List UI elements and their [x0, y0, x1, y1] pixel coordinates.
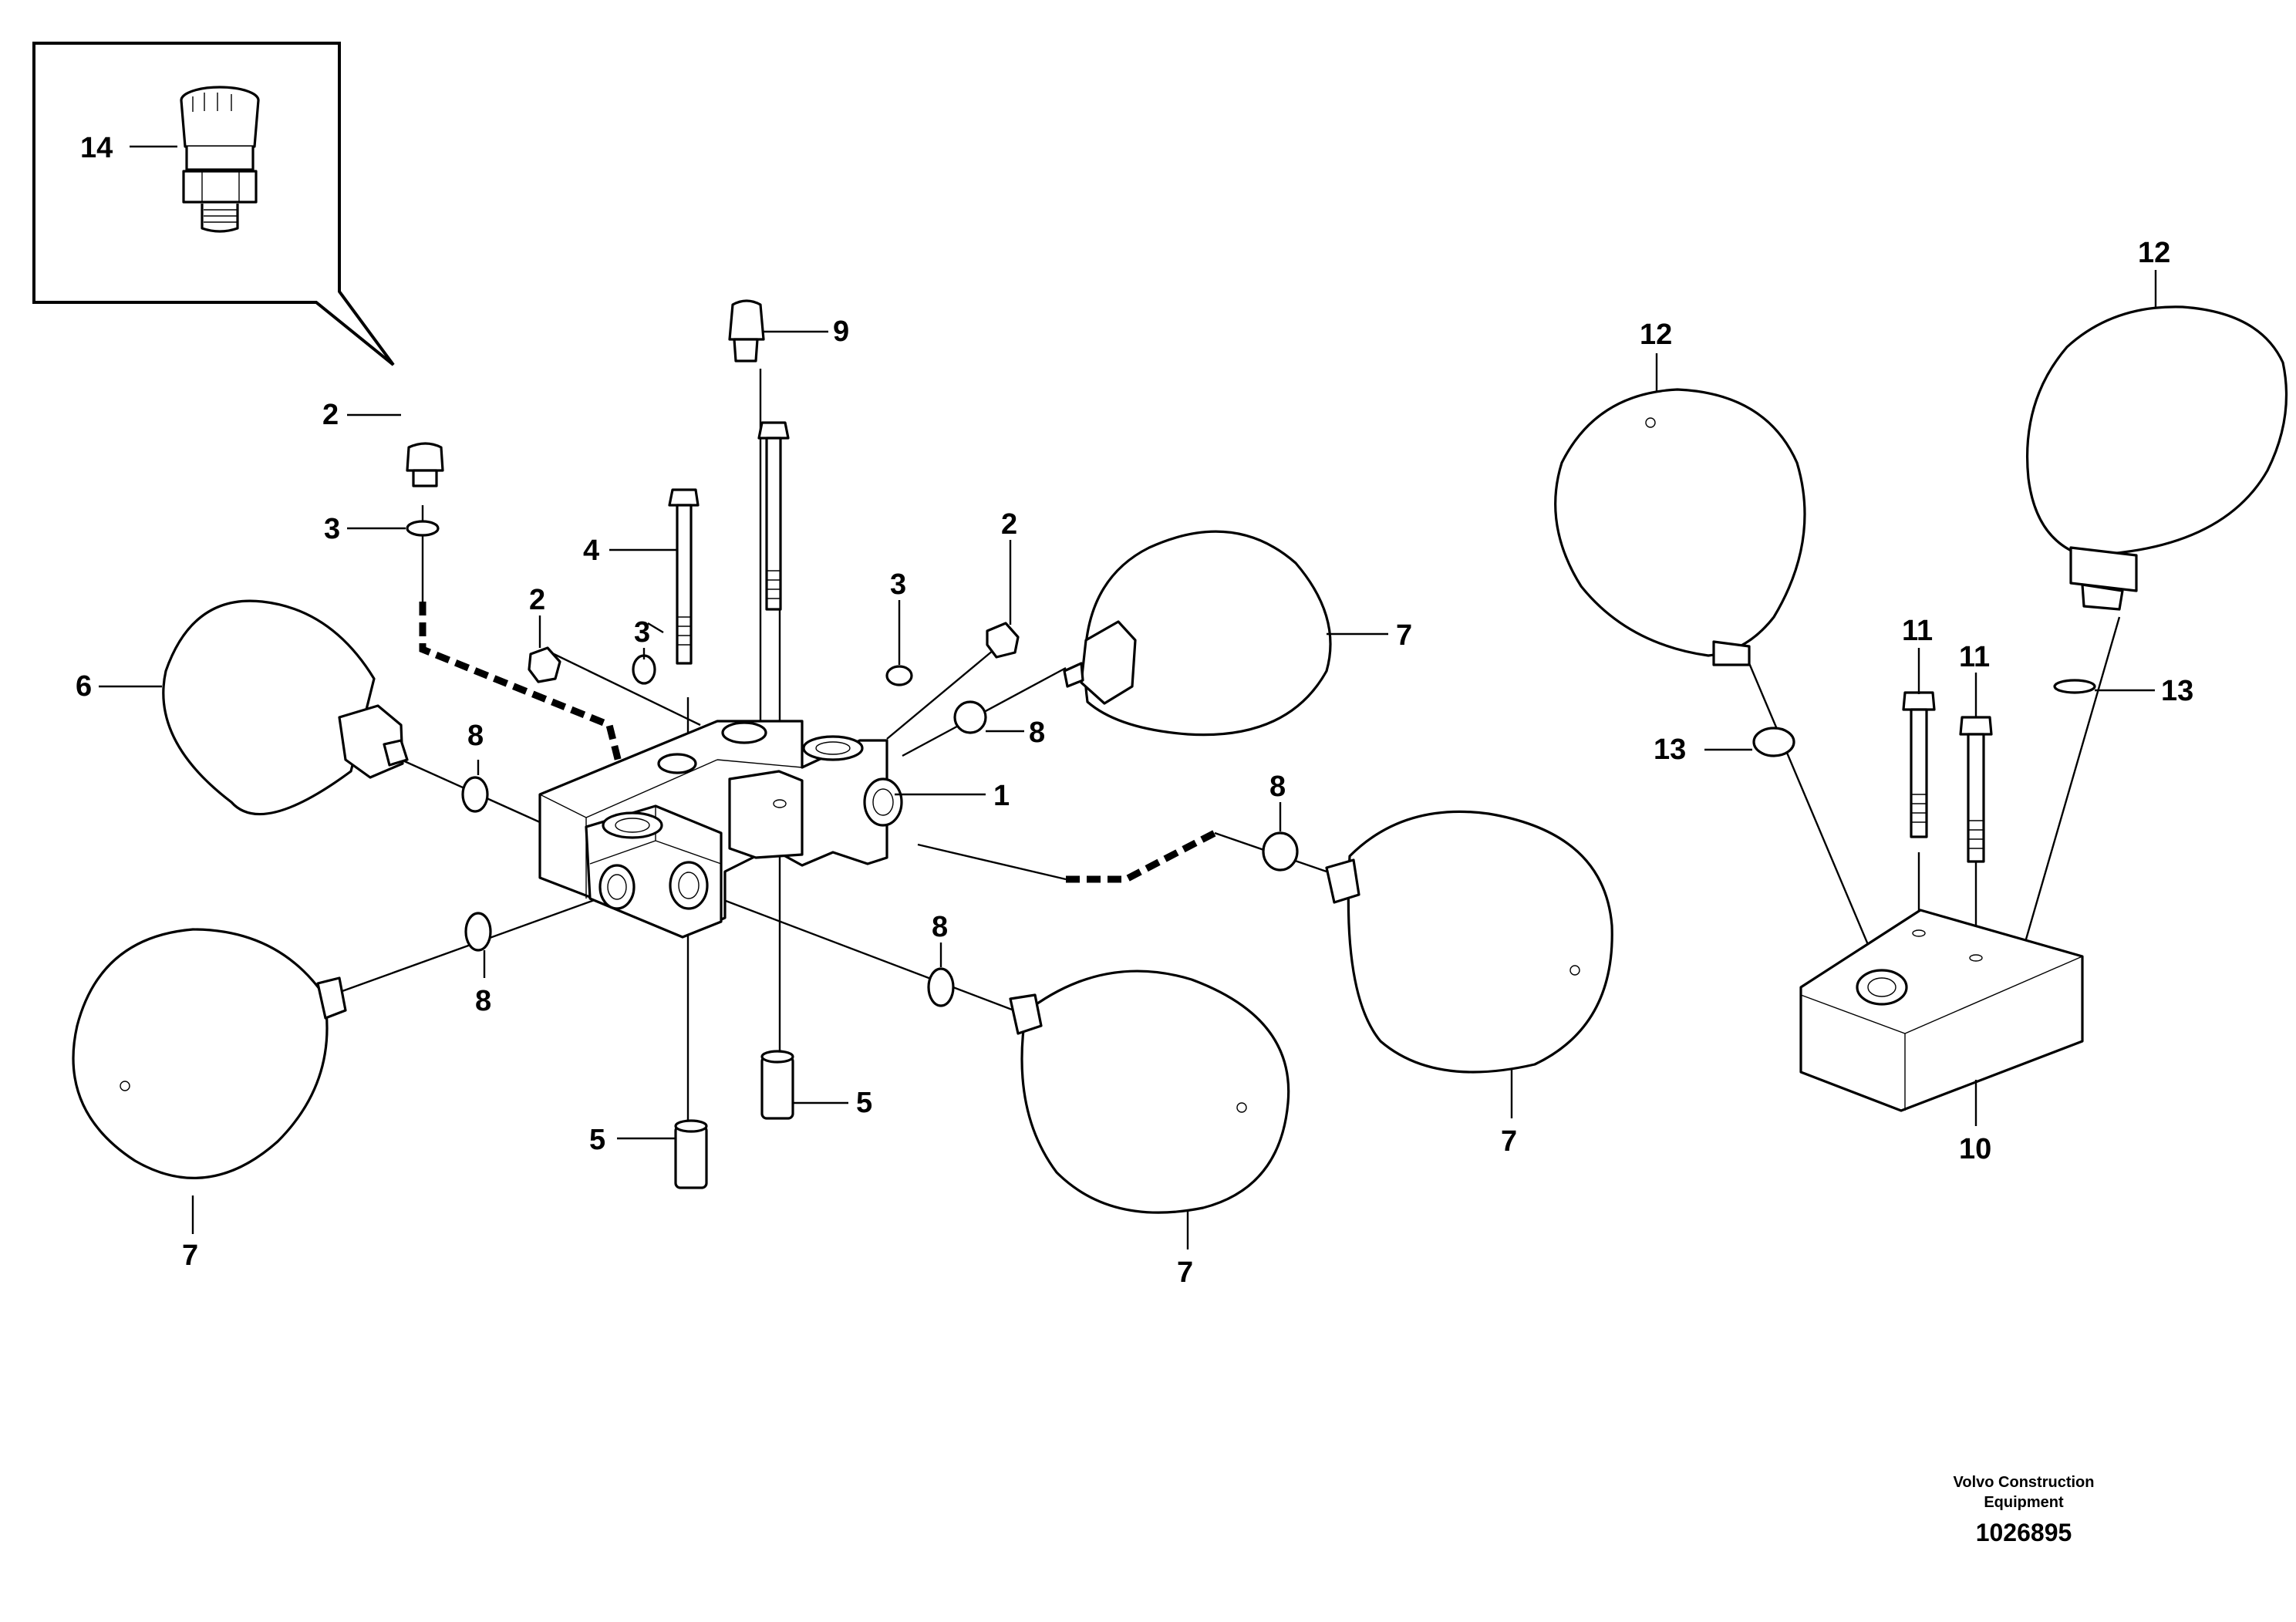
document-number: 1026895 [1976, 1519, 2072, 1546]
adapter-block [1799, 909, 2084, 1112]
callout-4: 4 [583, 534, 599, 567]
bolt-4 [668, 488, 700, 665]
callout-8-lower-right: 8 [1269, 771, 1286, 803]
sensor-9-icon [728, 299, 765, 363]
callout-2-top: 2 [322, 399, 339, 431]
callout-leaders [99, 270, 2157, 1249]
credit-line-2: Equipment [1984, 1494, 2064, 1511]
accumulator-right-upper [1063, 530, 1332, 737]
spacer-sleeves [674, 1050, 794, 1189]
callout-3-top: 3 [324, 513, 340, 545]
plug-2-top [406, 442, 444, 537]
callout-5-right: 5 [856, 1087, 872, 1119]
callout-11-right: 11 [1959, 641, 1990, 673]
callout-10: 10 [1959, 1133, 1991, 1165]
callout-7-lower-center: 7 [1177, 1256, 1193, 1289]
accumulator-12-right [2025, 305, 2288, 611]
plug-2-right [885, 622, 1020, 686]
callout-2-mid: 2 [529, 584, 545, 616]
callout-labels: 1 2 2 2 3 3 3 4 5 5 6 7 7 7 7 8 8 8 8 8 … [76, 132, 2193, 1289]
callout-7-lower-right: 7 [1501, 1125, 1517, 1158]
credit-block: Volvo Construction Equipment 1026895 [1954, 1474, 2095, 1546]
callout-3-right: 3 [890, 568, 906, 601]
callout-8-lower-left: 8 [475, 985, 491, 1017]
callout-1: 1 [993, 780, 1010, 812]
bolts-11 [1902, 691, 1993, 863]
callout-8-lower-center: 8 [932, 911, 948, 943]
pressure-sensor-icon [180, 86, 260, 233]
callout-3-mid: 3 [634, 616, 650, 649]
dashed-route-right [1066, 830, 1217, 883]
callout-11-left: 11 [1902, 615, 1933, 647]
callout-2-right: 2 [1001, 508, 1017, 541]
callout-7-upper-right: 7 [1396, 619, 1412, 652]
detail-inset [32, 42, 395, 366]
accumulator-left-lower [72, 928, 347, 1179]
accumulator-left-upper [162, 599, 409, 816]
callout-8-upper-right: 8 [1029, 717, 1045, 749]
o-rings [461, 679, 2096, 1007]
accumulator-center-lower [1009, 969, 1290, 1214]
accumulator-12-left [1554, 388, 1806, 666]
callout-7-lower-left: 7 [182, 1239, 198, 1272]
callout-9: 9 [833, 315, 849, 348]
callout-13-left: 13 [1654, 733, 1686, 766]
bolt-center [757, 421, 790, 611]
callout-8-upper-left: 8 [467, 720, 484, 752]
credit-line-1: Volvo Construction [1954, 1474, 2095, 1491]
callout-12-right: 12 [2138, 237, 2170, 269]
callout-14: 14 [80, 132, 113, 164]
plug-2-mid [528, 646, 656, 685]
callout-12-left: 12 [1640, 319, 1672, 351]
accumulator-right-lower [1325, 810, 1613, 1074]
manifold-block [538, 720, 903, 939]
callout-13-right: 13 [2161, 675, 2193, 707]
callout-6: 6 [76, 670, 92, 703]
callout-5-left: 5 [589, 1124, 605, 1156]
dashed-route-left [419, 602, 625, 773]
